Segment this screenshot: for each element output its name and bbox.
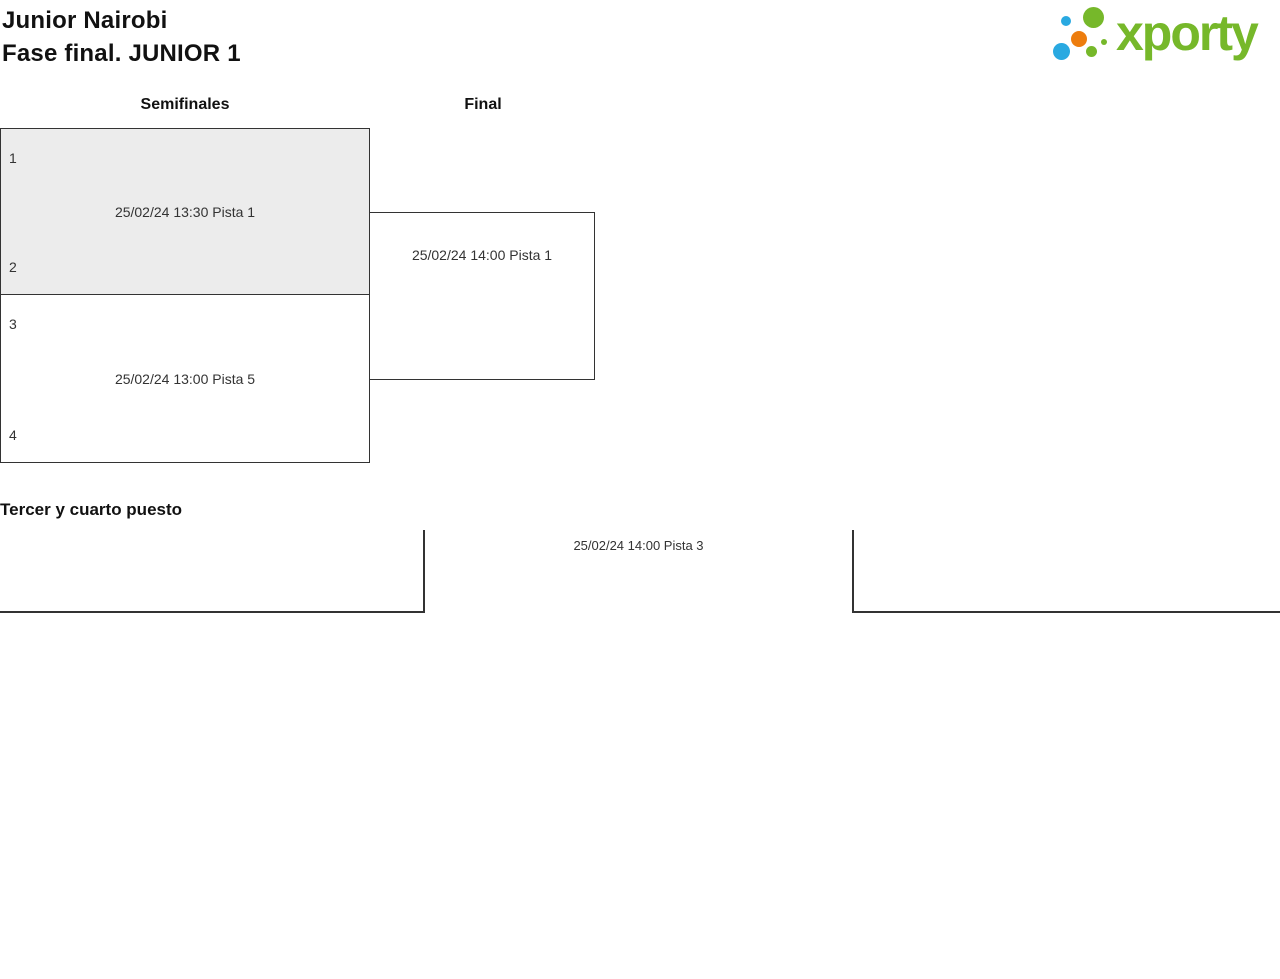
xporty-logo[interactable]: xporty: [1050, 0, 1275, 70]
seed-label-bottom: 4: [9, 427, 17, 443]
xporty-logo-text: xporty: [1116, 5, 1259, 61]
seed-label-bottom: 2: [9, 259, 17, 275]
round-label-semifinales: Semifinales: [140, 96, 230, 113]
logo-dot: [1053, 43, 1070, 60]
page-title: Junior Nairobi: [2, 7, 168, 34]
match-info: 25/02/24 13:30 Pista 1: [114, 203, 256, 220]
match-final[interactable]: 25/02/24 14:00 Pista 1: [369, 212, 595, 380]
third-place-title: Tercer y cuarto puesto: [0, 500, 183, 519]
logo-dot: [1086, 46, 1097, 57]
third-place-bracket-line-right: [852, 530, 1280, 613]
match-semifinal-2[interactable]: 3 25/02/24 13:00 Pista 5 4: [0, 294, 370, 463]
match-info: 25/02/24 14:00 Pista 1: [411, 247, 553, 263]
match-semifinal-1[interactable]: 1 25/02/24 13:30 Pista 1 2: [0, 128, 370, 295]
logo-dot: [1101, 39, 1107, 45]
logo-dot: [1083, 7, 1104, 28]
logo-dot: [1061, 16, 1071, 26]
match-info: 25/02/24 13:00 Pista 5: [114, 370, 256, 387]
third-place-bracket-line-left: [0, 530, 425, 613]
page-subtitle: Fase final. JUNIOR 1: [2, 40, 241, 67]
seed-label-top: 1: [9, 150, 17, 166]
logo-dot: [1071, 31, 1087, 47]
third-place-match-info[interactable]: 25/02/24 14:00 Pista 3: [573, 538, 704, 553]
seed-label-top: 3: [9, 316, 17, 332]
round-label-final: Final: [464, 96, 502, 113]
